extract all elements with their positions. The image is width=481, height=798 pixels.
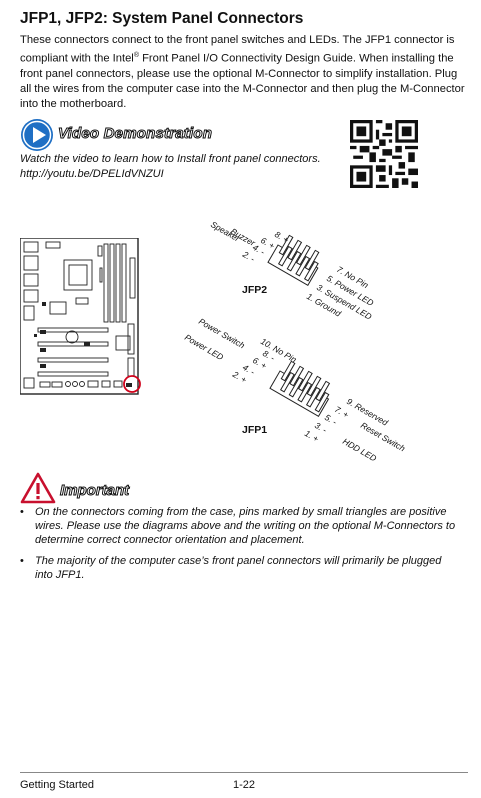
- jfp1-header: [269, 360, 331, 418]
- bullet-item: • On the connectors coming from the case,…: [20, 505, 460, 547]
- bullet-item: • The majority of the computer case’s fro…: [20, 554, 460, 582]
- footer-section-name: Getting Started: [20, 779, 94, 791]
- bullet-glyph: •: [20, 506, 24, 518]
- bullet-text: The majority of the computer case’s fron…: [35, 555, 442, 581]
- video-description: Watch the video to learn how to Install …: [20, 152, 350, 182]
- intro-paragraph: These connectors connect to the front pa…: [20, 33, 468, 112]
- jfp2-label: JFP2: [242, 284, 267, 296]
- video-url-link[interactable]: http://youtu.be/DPELIdVNZUI: [20, 168, 164, 180]
- intro-text-part1: These connectors connect to the front pa…: [20, 34, 455, 65]
- play-circle-icon[interactable]: [20, 118, 54, 152]
- video-description-text: Watch the video to learn how to Install …: [20, 153, 321, 165]
- intro-text-part2: Front Panel I/O Connectivity Design Guid…: [20, 52, 465, 110]
- footer-page-number: 1-22: [233, 779, 256, 791]
- registered-mark: ®: [133, 52, 139, 59]
- bullet-glyph: •: [20, 555, 24, 567]
- pinout-diagram: Speaker Buzzer 8. + 6. + 4. - 2. - 7. No…: [183, 219, 407, 463]
- jfp1-right-label: HDD LED: [341, 436, 378, 463]
- page-title: JFP1, JFP2: System Panel Connectors: [20, 10, 304, 27]
- warning-triangle-icon: [20, 472, 56, 504]
- jfp-location-highlight: [123, 375, 141, 393]
- qr-code-icon: [350, 120, 418, 188]
- bullet-text: On the connectors coming from the case, …: [35, 506, 456, 546]
- video-title: Video Demonstration: [57, 125, 213, 143]
- video-demonstration: Video Demonstration Watch the video to l…: [20, 118, 460, 190]
- important-bullet-list: • On the connectors coming from the case,…: [20, 505, 460, 589]
- jfp2-header: [267, 234, 320, 287]
- jfp1-label: JFP1: [242, 424, 267, 436]
- important-title: Important: [59, 482, 130, 500]
- motherboard-illustration: [20, 238, 141, 395]
- footer-divider: [20, 772, 468, 773]
